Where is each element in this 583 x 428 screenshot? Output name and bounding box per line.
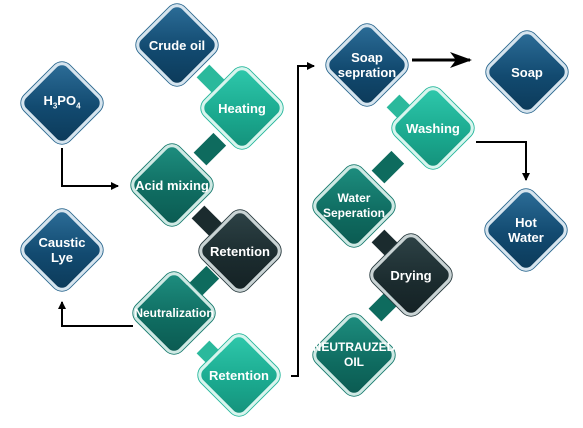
neutrauzed-oil-line-2: OIL — [344, 355, 364, 369]
hot-water-line-1: Hot — [515, 215, 537, 230]
neutrauzed-oil-line-1: NEUTRAUZED — [312, 340, 396, 354]
arrow-h3po4-to-acid-mixing — [61, 148, 119, 190]
hot-water-line-2: Water — [508, 230, 544, 245]
acid-mixing-label: Acid mixing — [135, 177, 209, 193]
water-seperation-line-1: Water — [337, 191, 371, 205]
water-seperation-line-2: Seperation — [322, 206, 385, 220]
washing-label: Washing — [406, 120, 460, 136]
arrow-retention-to-soap-sepration — [291, 62, 315, 377]
drying-label: Drying — [390, 267, 432, 283]
soap-sepration-line-2: sepration — [337, 65, 397, 80]
heating-label: Heating — [218, 100, 266, 116]
soap-sepration-line-1: Soap — [351, 50, 383, 65]
retention-1-label: Retention — [210, 243, 270, 259]
caustic-lye-line-1: Caustic — [38, 235, 86, 250]
arrow-washing-to-hot-water — [476, 141, 530, 181]
caustic-lye-line-2: Lye — [51, 250, 73, 265]
h3po4-label: H3PO4 — [43, 92, 81, 111]
soap-label: Soap — [511, 64, 543, 80]
neutralization-label: Neutralization — [134, 305, 214, 320]
crude-oil-label: Crude oil — [148, 37, 206, 53]
retention-2-label: Retention — [209, 367, 269, 383]
arrow-neutralization-to-caustic-lye — [58, 301, 133, 327]
